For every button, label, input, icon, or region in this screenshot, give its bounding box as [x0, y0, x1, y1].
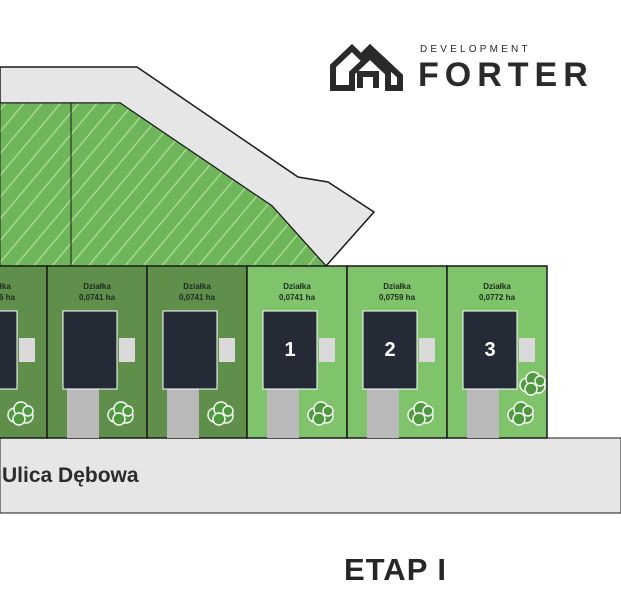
tree-icon — [307, 401, 334, 426]
tree-icon — [407, 401, 434, 426]
garage — [319, 338, 335, 362]
tree-icon — [7, 401, 34, 426]
driveway — [267, 386, 299, 438]
driveway — [67, 386, 99, 438]
driveway — [467, 386, 499, 438]
garage — [419, 338, 435, 362]
plot-area: 0,0772 ha — [478, 293, 516, 302]
plot-title: Działka — [283, 282, 311, 291]
driveway — [167, 386, 199, 438]
brand-logo: DEVELOPMENT FORTER — [330, 42, 600, 94]
plot-number[interactable]: 3 — [484, 339, 496, 361]
house — [462, 310, 518, 390]
garage — [219, 338, 235, 362]
plot-area: 0,0741 ha — [178, 293, 216, 302]
garage — [119, 338, 135, 362]
green-area — [0, 102, 328, 267]
stage-label: ETAP I — [344, 552, 448, 587]
house-outline-icon — [330, 43, 403, 91]
tree-icon — [107, 401, 134, 426]
house — [162, 310, 218, 390]
plot-number[interactable]: 1 — [284, 339, 296, 361]
plot-area: 0,0759 ha — [378, 293, 416, 302]
street-name: Ulica Dębowa — [2, 464, 139, 487]
plot-area: 0,0741 ha — [278, 293, 316, 302]
plot-area: 0,0556 ha — [0, 293, 16, 302]
plot-number[interactable]: 2 — [384, 339, 396, 361]
house — [0, 310, 18, 390]
brand-name: FORTER — [418, 56, 594, 94]
garage — [19, 338, 35, 362]
plot-title: Działka — [183, 282, 211, 291]
plot-title: Działka — [0, 282, 11, 291]
garage — [519, 338, 535, 362]
tree-icon — [207, 401, 234, 426]
plot-title: Działka — [83, 282, 111, 291]
plot-area: 0,0741 ha — [78, 293, 116, 302]
street-ulica-debowa — [0, 437, 621, 514]
house — [362, 310, 418, 390]
plot-title: Działka — [483, 282, 511, 291]
house — [62, 310, 118, 390]
driveway — [367, 386, 399, 438]
brand-tagline: DEVELOPMENT — [420, 44, 531, 55]
tree-icon — [507, 401, 534, 426]
plot-title: Działka — [383, 282, 411, 291]
house — [262, 310, 318, 390]
tree-icon — [519, 371, 546, 396]
